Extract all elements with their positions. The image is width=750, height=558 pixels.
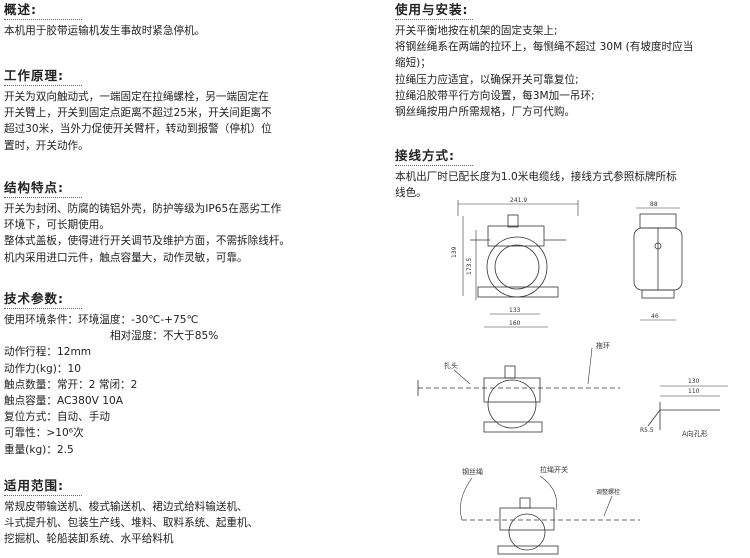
structure-line: 机内采用进口元件，触点容量大，动作灵敏，可靠。 [4, 251, 248, 264]
principle-line: 超过30米，当外力促使开关臂杆，转动到报警（停机）位 [4, 123, 272, 136]
wiring-line: 本机出厂时已配长度为1.0米电缆线，接线方式参照标牌所标 [395, 171, 677, 183]
dim-label: 130 [688, 378, 700, 385]
principle-line: 开关臂上，开关到固定点距离不超过25米，开关间距离不 [4, 107, 272, 120]
install-line: 将钢丝绳系在两端的拉环上，每恻绳不超过 30M (有坡度时应当 [395, 41, 694, 54]
principle-line: 置时，开关动作。 [4, 139, 89, 152]
install-line: 钢丝绳按用户所需规格，厂方可代购。 [395, 106, 576, 119]
structure-section: 结构特点: 开关为封闭、防腐的铸铝外壳，防护等级为IP65在恶劣工作 环境下，可… [4, 180, 374, 266]
install-title: 使用与安装: [395, 2, 469, 17]
install-line: 开关平衡地按在机架的固定支架上; [395, 25, 558, 37]
scope-section: 适用范围: 常规皮带输送机、梭式输送机、裙边式给料输送机、 斗式提升机、包装生产… [4, 478, 374, 548]
title-underline [4, 19, 82, 20]
principle-title: 工作原理: [4, 68, 64, 83]
dim-label: 173.5 [466, 258, 473, 275]
title-underline [4, 495, 82, 496]
dim-label: 160 [509, 320, 521, 327]
principle-line: 开关为双向触动式，一端固定在拉绳螺栓，另一端固定在 [4, 91, 269, 103]
dim-label: R5.5 [640, 427, 654, 434]
scope-line: 挖掘机、轮船装卸系统、水平给料机 [4, 533, 174, 546]
param-row: 触点数量：常开：2 常闭：2 [4, 378, 138, 391]
structure-line: 开关为封闭、防腐的铸铝外壳，防护等级为IP65在恶劣工作 [4, 203, 282, 215]
principle-section: 工作原理: 开关为双向触动式，一端固定在拉绳螺栓，另一端固定在 开关臂上，开关到… [4, 68, 374, 154]
overview-text: 本机用于胶带运输机发生事故时紧急停机。 [4, 25, 206, 37]
title-underline [4, 85, 82, 86]
title-underline [395, 165, 473, 166]
param-row: 可靠性：>10⁶次 [4, 427, 84, 440]
title-underline [395, 19, 473, 20]
structure-title: 结构特点: [4, 180, 64, 195]
title-underline [4, 308, 82, 309]
dim-label: 46 [651, 313, 659, 320]
dim-label: 88 [650, 201, 658, 208]
scope-line: 常规皮带输送机、梭式输送机、裙边式给料输送机、 [4, 501, 248, 513]
param-row: 触点容量：AC380V 10A [4, 395, 123, 408]
buckle-label: 扎头 [444, 361, 458, 370]
dim-label: 110 [688, 388, 700, 395]
install-line: 拉绳压力应适宜，以确保开关可靠复位; [395, 73, 579, 86]
param-row: 使用环境条件：环境温度：-30℃-+75℃ [4, 314, 199, 326]
wiring-line: 线色。 [395, 187, 427, 200]
param-row: 动作力(kg)：10 [4, 362, 81, 375]
structure-line: 整体式盖板，使得进行开关调节及维护方面，不需拆除线杆。 [4, 235, 291, 248]
params-title: 技术参数: [4, 291, 64, 306]
overview-section: 概述: 本机用于胶带运输机发生事故时紧急停机。 [4, 2, 374, 39]
structure-line: 环境下，可长期使用。 [4, 219, 110, 232]
front-view-drawing: 241.9 139 173.5 133 160 [451, 197, 579, 328]
param-row: 重量(kg)：2.5 [4, 443, 74, 456]
side-view-drawing: 88 46 [633, 201, 683, 321]
ring-label: 拖环 [596, 341, 610, 350]
install-view-drawing: 扎头 拖环 [417, 341, 620, 433]
wire-label: 钢丝绳 [462, 467, 483, 476]
param-row: 动作行程：12mm [4, 346, 92, 359]
view-label: A向孔形 [682, 429, 708, 438]
param-row: 相对湿度：不大于85% [110, 330, 219, 343]
params-section: 技术参数: 使用环境条件：环境温度：-30℃-+75℃ 相对湿度：不大于85% … [4, 291, 374, 458]
scope-title: 适用范围: [4, 478, 64, 493]
bracket-detail-drawing: 130 110 R5.5 A向孔形 [640, 378, 728, 438]
param-row: 复位方式：自动、手动 [4, 411, 110, 424]
wire-rope-drawing: 钢丝绳 拉绳开关 调整螺栓 [460, 465, 640, 555]
switch-label: 拉绳开关 [540, 465, 568, 474]
dim-label: 133 [509, 307, 521, 314]
install-line: 拉绳沿胶带平行方向设置，每3M加一吊环; [395, 89, 595, 102]
wiring-title: 接线方式: [395, 148, 455, 163]
title-underline [4, 197, 82, 198]
install-line: 缩短)； [395, 57, 431, 70]
bolt-label: 调整螺栓 [596, 488, 620, 496]
wiring-section: 接线方式: 本机出厂时已配长度为1.0米电缆线，接线方式参照标牌所标 线色。 [395, 148, 747, 201]
install-section: 使用与安装: 开关平衡地按在机架的固定支架上; 将钢丝绳系在两端的拉环上，每恻绳… [395, 2, 747, 120]
overview-title: 概述: [4, 2, 37, 17]
scope-line: 斗式提升机、包装生产线、堆料、取料系统、起重机、 [4, 517, 259, 530]
dim-label: 139 [451, 246, 458, 258]
